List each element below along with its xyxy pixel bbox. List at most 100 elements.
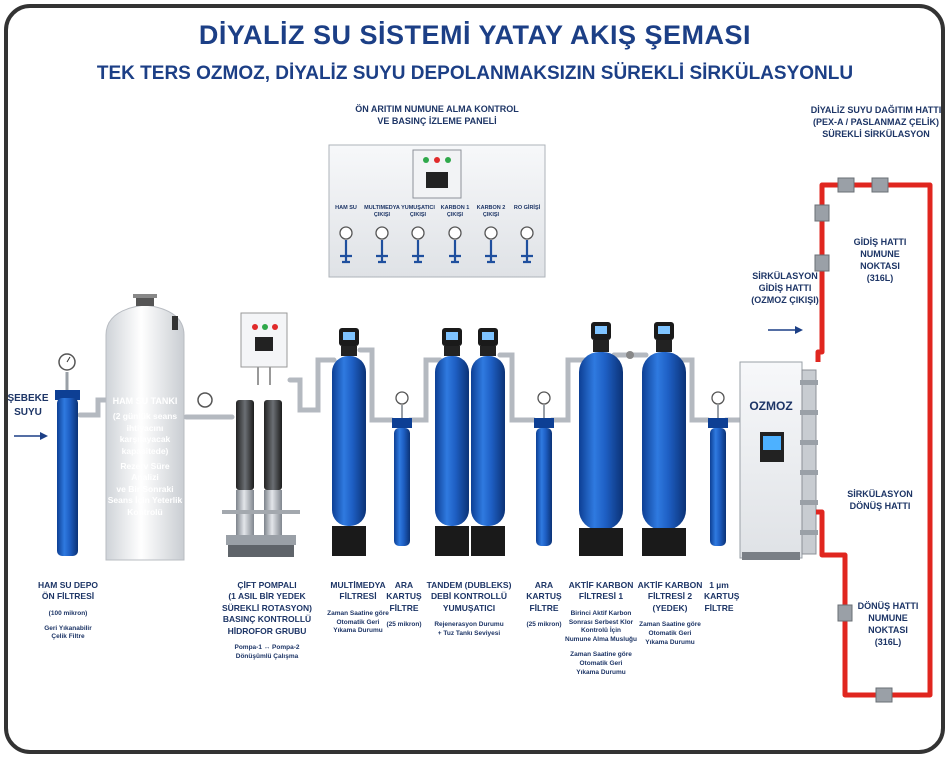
panel-sample-valve — [449, 240, 461, 264]
pump-group — [222, 312, 300, 557]
caption-detail-line: Birinci Aktif Karbon — [570, 609, 632, 617]
caption-title-line: 1 µm — [709, 580, 729, 590]
supply-header-line: SÜREKLİ SİRKÜLASYON — [822, 129, 930, 140]
caption-spacer — [22, 603, 114, 610]
supply-header-label: DİYALİZ SUYU DAĞITIM HATTI (PEX-A / PASL… — [808, 104, 944, 140]
caption-title-line: FİLTRE — [704, 602, 734, 613]
panel-port-label: HAM SU — [335, 205, 357, 211]
supply-header-line: DİYALİZ SUYU DAĞITIM HATTI — [810, 105, 942, 115]
return-sample-text: NOKTASI — [868, 625, 908, 636]
caption-title-line: FİLTRESİ 2 (YEDEK) — [647, 591, 693, 613]
circulation-loop — [815, 182, 933, 698]
inlet-line-2: SUYU — [14, 406, 42, 418]
caption-title-line: FİLTRESİ — [339, 591, 377, 602]
cartridge-filter-2 — [534, 391, 554, 546]
caption-title-line: TANDEM (DUBLEKS) — [426, 580, 512, 590]
tank-line: HAM SU TANKI — [112, 396, 178, 406]
return-line-text: DÖNÜŞ HATTI — [849, 501, 911, 512]
caption-detail-line: Sonrası Serbest Klor — [568, 618, 634, 626]
caption-title-line: KARTUŞ — [704, 591, 740, 602]
supply-header-line: (PEX-A / PASLANMAZ ÇELİK) — [813, 117, 939, 128]
return-sample-label: DÖNÜŞ HATTI NUMUNE NOKTASI (316L) — [850, 600, 926, 649]
caption-title-line: SÜREKLİ ROTASYON) — [221, 602, 313, 613]
caption-detail-line: Kontrolü İçin — [580, 627, 622, 635]
tank-line: Rezerv Süre Analizi — [120, 461, 170, 483]
panel-title-line-2: VE BASINÇ İZLEME PANELİ — [377, 116, 497, 127]
sample-panel — [328, 144, 546, 278]
caption-detail-line: Dönüşümlü Çalışma — [235, 653, 299, 661]
caption-detail-line: Yıkama Durumu — [645, 638, 695, 646]
ozmoz-unit — [739, 361, 818, 560]
supply-line-text: (OZMOZ ÇIKIŞI) — [751, 295, 819, 306]
caption-detail-line: Yıkama Durumu — [576, 668, 626, 676]
micron-cartridge-filter — [708, 391, 728, 546]
inlet-label: ŞEBEKE SUYU — [6, 392, 50, 419]
raw-prefilter — [55, 353, 80, 556]
tank-line: kapasitede) — [121, 445, 169, 456]
caption-spacer — [426, 614, 512, 621]
caption-detail-line: + Tuz Tankı Seviyesi — [437, 630, 501, 638]
caption-title-line: ÇİFT POMPALI — [237, 580, 297, 590]
panel-sample-valve — [340, 240, 352, 264]
panel-title: ÖN ARITIM NUMUNE ALMA KONTROL VE BASINÇ … — [329, 103, 545, 127]
caption-spacer — [630, 614, 710, 621]
inlet-line-1: ŞEBEKE — [7, 393, 49, 404]
caption-title-line: DEBİ KONTROLLÜ — [430, 591, 508, 602]
panel-sample-valve — [521, 240, 533, 264]
softener-duplex — [435, 328, 505, 556]
panel-port-label: YUMUŞATICI ÇIKIŞI — [401, 205, 435, 218]
supply-line-text: GİDİŞ HATTI — [758, 283, 812, 294]
ozmoz-label: OZMOZ — [749, 399, 793, 413]
panel-sample-valve — [376, 240, 388, 264]
caption-title-line: AKTİF KARBON — [568, 580, 634, 590]
tank-line: ve Bir Sonraki — [116, 483, 174, 494]
panel-gauge — [520, 226, 534, 240]
caption-detail-line: Numune Alma Musluğu — [565, 636, 637, 644]
return-sample-text: (316L) — [874, 637, 902, 648]
caption-detail-line: (25 mikron) — [526, 621, 562, 629]
tank-line: Seans İçin Yeterlik — [107, 495, 183, 506]
caption-title-line: FİLTRE — [389, 602, 419, 613]
caption-title-line: ARA KARTUŞ — [526, 580, 562, 602]
panel-gauge — [339, 226, 353, 240]
panel-port-label: KARBON 1 ÇIKIŞI — [440, 205, 470, 218]
caption-title-line: FİLTRE — [529, 602, 559, 613]
caption-title-line: HİDROFOR GRUBU — [227, 625, 307, 636]
panel-sample-valve — [412, 240, 424, 264]
caption-detail-line: (25 mikron) — [386, 621, 422, 629]
caption-detail-line: Otomatik Geri — [648, 630, 692, 638]
return-line-label: SİRKÜLASYON DÖNÜŞ HATTI — [838, 488, 922, 512]
panel-port-label: KARBON 2 ÇIKIŞI — [476, 205, 506, 218]
tank-label: HAM SU TANKI (2 günlük seans ihtiyacını … — [106, 395, 184, 518]
supply-sample-text: NOKTASI — [860, 261, 900, 272]
caption-detail-line: Zaman Saatine göre — [327, 609, 389, 617]
caption-detail-line: Rejenerasyon Durumu — [434, 621, 504, 629]
tank-line: ihtiyacını — [126, 422, 164, 433]
supply-sample-text: (316L) — [866, 273, 894, 284]
caption-title-line: BASINÇ KONTROLLÜ — [222, 614, 312, 625]
caption-detail-line: Zaman Saatine göre — [570, 651, 632, 658]
tank-line: Kontrolü — [127, 506, 163, 517]
supply-sample-text: GİDİŞ HATTI — [853, 237, 907, 247]
panel-title-line-1: ÖN ARITIM NUMUNE ALMA KONTROL — [355, 104, 519, 114]
caption-title-line: AKTİF KARBON — [637, 580, 703, 590]
return-sample-text: NUMUNE — [868, 613, 908, 624]
caption-detail-line: Otomatik Geri — [336, 618, 380, 626]
raw-water-tank — [105, 294, 213, 561]
caption-detail-line: Otomatik Geri — [579, 659, 623, 667]
caption-title-line: (1 ASIL BİR YEDEK — [228, 591, 306, 602]
caption-detail-line: Yıkama Durumu — [333, 627, 383, 635]
supply-line-label: SİRKÜLASYON GİDİŞ HATTI (OZMOZ ÇIKIŞI) — [746, 270, 824, 306]
carbon-filter-2 — [642, 322, 686, 556]
loop-valves — [814, 177, 893, 703]
loop-flow-arrow — [14, 326, 803, 440]
multimedia-vessel — [332, 328, 366, 556]
